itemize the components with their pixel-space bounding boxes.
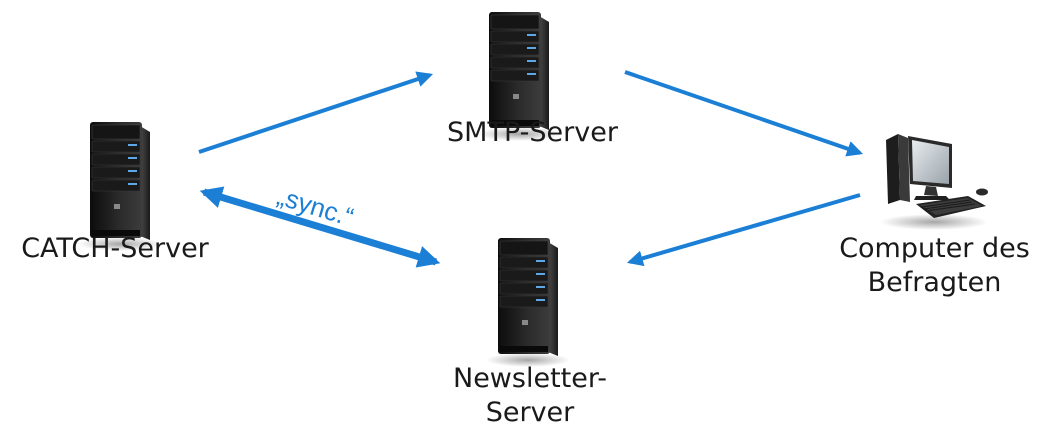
arrow-sync-bidirectional bbox=[199, 186, 441, 268]
smtp-server-label: SMTP-Server bbox=[447, 117, 618, 148]
desktop-computer-icon bbox=[879, 133, 989, 231]
arrow-computer-to-newsletter bbox=[626, 193, 861, 267]
computer-label-line1: Computer des bbox=[839, 233, 1030, 264]
arrow-catch-to-smtp bbox=[198, 71, 434, 154]
computer-label-line2: Befragten bbox=[867, 267, 1002, 298]
computer-label: Computer des Befragten bbox=[818, 232, 1051, 300]
arrow-smtp-to-computer bbox=[624, 70, 864, 157]
newsletter-server-icon bbox=[485, 237, 571, 368]
catch-server-label: CATCH-Server bbox=[21, 233, 209, 264]
newsletter-server-label-line2: Server bbox=[485, 397, 575, 428]
newsletter-server-label-line1: Newsletter- bbox=[453, 363, 607, 394]
newsletter-server-label: Newsletter- Server bbox=[420, 362, 640, 430]
